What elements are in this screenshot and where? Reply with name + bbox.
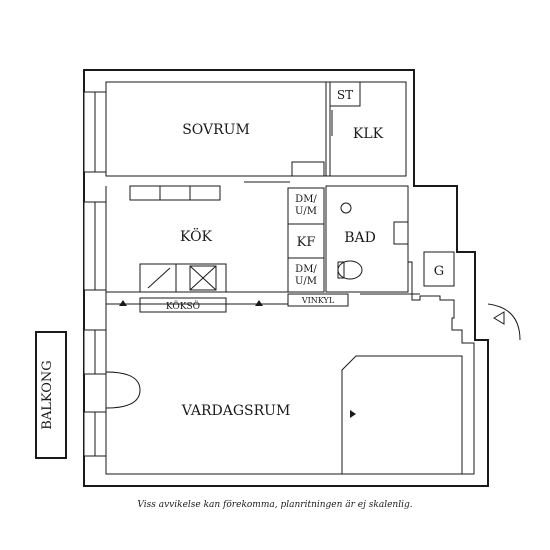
label-line: DM/	[295, 194, 317, 205]
entrance-arrow-icon	[493, 311, 505, 325]
outer-wall	[83, 69, 489, 487]
klk-label: KLK	[353, 126, 384, 142]
bad-toilet-icon	[337, 260, 363, 280]
g-label: G	[434, 264, 444, 279]
arrow-up-icon	[119, 300, 127, 306]
sovrum-label: SOVRUM	[182, 122, 250, 138]
klk-room	[329, 81, 407, 177]
disclaimer-caption: Viss avvikelse kan förekomma, planritnin…	[137, 500, 413, 510]
st-label: ST	[337, 88, 353, 102]
bad-basin-icon	[393, 221, 409, 245]
arrow-up-icon	[255, 300, 263, 306]
kf-label: KF	[297, 235, 316, 250]
entrance-door	[487, 303, 521, 341]
g-closet	[423, 251, 455, 287]
appliance-column	[287, 187, 325, 293]
arrow-right-icon	[350, 410, 356, 418]
bad-label: BAD	[344, 230, 376, 246]
label-line: U/M	[295, 276, 317, 287]
kitchen-upper-cabinets	[129, 185, 221, 201]
kok-label: KÖK	[180, 227, 213, 245]
balkong-label: BALKONG	[40, 360, 55, 429]
vinkyl-unit	[287, 293, 349, 307]
balkong-door-swing	[105, 371, 141, 409]
st-room	[329, 81, 361, 107]
dm-um-bottom-label: DM/U/M	[295, 264, 317, 287]
label-line: U/M	[295, 206, 317, 217]
living-wardrobe	[341, 355, 463, 474]
vardagsrum-label: VARDAGSRUM	[181, 403, 291, 419]
label-line: DM/	[295, 264, 317, 275]
kokso-label: KÖKSÖ	[166, 300, 200, 312]
left-windows	[83, 91, 107, 457]
vinkyl-label: VINKYL	[301, 296, 335, 305]
balkong-area	[35, 331, 67, 459]
dm-um-top-label: DM/U/M	[295, 194, 317, 217]
bad-sink-icon	[340, 202, 352, 214]
